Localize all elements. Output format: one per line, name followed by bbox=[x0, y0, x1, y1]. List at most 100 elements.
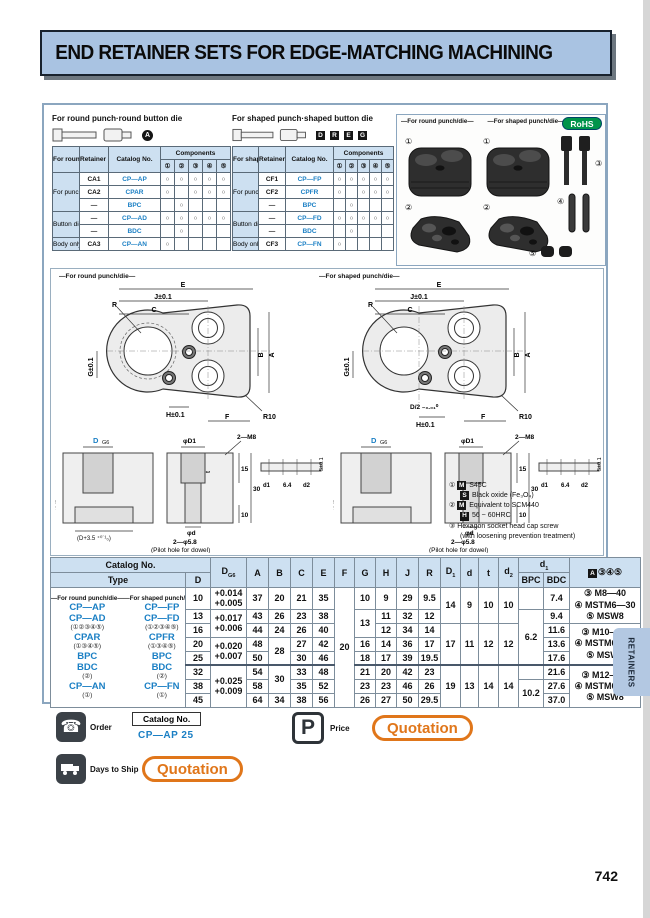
catalog-link[interactable]: CP—FN bbox=[144, 681, 180, 693]
dg6-tolerance: +0.014+0.005 bbox=[210, 587, 248, 610]
comp-num: ③ bbox=[357, 159, 370, 173]
catalog-example: CP—AP 25 bbox=[138, 730, 194, 741]
d-value: 25 bbox=[184, 650, 212, 666]
d-value: 13 bbox=[184, 608, 212, 624]
catalog-link[interactable]: BDC bbox=[108, 224, 161, 238]
dim-c: C bbox=[407, 307, 412, 314]
catalog-link[interactable]: CP—FP bbox=[285, 172, 334, 186]
shaped-top-view-drawing: E J±0.1 C R A B G±0.1 D/2 ₋₀.₀₁⁰ H±0.1 F bbox=[344, 282, 532, 429]
pilot-hole-caption: (Pilot hole for dowel) bbox=[151, 547, 210, 553]
catalog-link[interactable]: CP—FN bbox=[285, 237, 334, 251]
catalog-link[interactable]: CPFR bbox=[285, 185, 334, 199]
catalog-link[interactable]: BPC bbox=[77, 651, 98, 663]
dim-g6-fit: G6 bbox=[102, 440, 109, 446]
dim-5-fit: 5 ⁺⁰˙⁰⁵₊₀.₀₂ bbox=[55, 500, 57, 527]
dim-phi-d1: φD1 bbox=[183, 438, 196, 445]
catalog-link[interactable]: BDC bbox=[285, 224, 334, 238]
header-d2: d2 bbox=[498, 557, 520, 588]
note-2-number: ② bbox=[449, 502, 456, 510]
material-icon: M bbox=[457, 481, 467, 491]
part-5-marker: ⑤ bbox=[529, 249, 536, 258]
price-icon: P bbox=[292, 712, 324, 744]
dim-2-phi-5-8: 2—φ5.8 bbox=[173, 539, 197, 546]
shipping-section: Days to Ship Quotation bbox=[50, 754, 610, 794]
catalog-link[interactable]: CPAR bbox=[74, 632, 101, 644]
spec-row-d16: 16 44 24 26 40 12 34 14 17 11 12 12 11.6… bbox=[51, 622, 642, 666]
dim-strip-d2: d2 bbox=[581, 483, 589, 489]
days-to-ship-label: Days to Ship bbox=[90, 765, 139, 774]
tab-retainers[interactable]: RETAINERS bbox=[613, 628, 650, 696]
header-bpc: BPC bbox=[518, 572, 545, 588]
header-a: A bbox=[246, 557, 270, 588]
catalog-link[interactable]: BDC bbox=[76, 662, 98, 674]
retainer-no: CF1 bbox=[258, 172, 286, 186]
part-3-marker: ③ bbox=[595, 159, 602, 168]
catalog-link[interactable]: CPAR bbox=[108, 185, 161, 199]
drawing-area: —For round punch/die— —For shaped punch/… bbox=[50, 268, 604, 556]
price-quotation-button[interactable]: Quotation bbox=[372, 715, 473, 741]
catalog-link[interactable]: CPFR bbox=[148, 632, 175, 644]
dim-strip-height: 5±0.1 bbox=[319, 457, 325, 471]
catalog-link[interactable]: CP—AP bbox=[108, 172, 161, 186]
catalog-link[interactable]: CP—FD bbox=[144, 613, 180, 625]
catalog-link[interactable]: CP—AD bbox=[69, 613, 106, 625]
note-2-text: Equivalent to SCM440 bbox=[469, 502, 539, 510]
note-2b-text: 56 ~ 60HRC bbox=[471, 512, 511, 520]
d-value: 20 bbox=[184, 636, 212, 652]
note-3-text: Hexagon socket head cap screw bbox=[457, 522, 559, 530]
title-band: END RETAINER SETS FOR EDGE-MATCHING MACH… bbox=[40, 30, 612, 76]
dim-15: 15 bbox=[519, 466, 527, 473]
page-number: 742 bbox=[594, 868, 618, 884]
shaped-selection-section: For shaped punch·shaped button die D R E… bbox=[232, 114, 395, 251]
catalog-link[interactable]: CP—FD bbox=[285, 211, 334, 225]
catalog-link[interactable]: CP—AP bbox=[69, 602, 106, 614]
note-3b-text: (with loosening prevention treatment) bbox=[460, 532, 576, 540]
table-row: CA2 CPAR ○○○○ bbox=[53, 185, 232, 199]
product-photos: —For round punch/die— —For shaped punch/… bbox=[396, 114, 606, 266]
dim-10: 10 bbox=[241, 512, 249, 519]
price-label: Price bbox=[330, 724, 350, 733]
comp-num: ④ bbox=[369, 159, 382, 173]
catalog-link[interactable]: CP—FP bbox=[144, 602, 180, 614]
dg6-tolerance: +0.025+0.009 bbox=[210, 664, 248, 708]
comp-num: ③ bbox=[188, 159, 203, 173]
bpc-empty bbox=[518, 587, 545, 610]
round-selection-section: For round punch·round button die A For r… bbox=[52, 114, 232, 251]
catalog-link[interactable]: BPC bbox=[285, 198, 334, 212]
retainer-no: — bbox=[79, 224, 109, 238]
dim-phi-d1: φD1 bbox=[461, 438, 474, 445]
dim-2-m8: 2—M8 bbox=[237, 434, 257, 441]
group-button-die: Button die bbox=[232, 211, 259, 238]
dim-strip-6-4: 6.4 bbox=[283, 483, 292, 489]
col-retainer-no: Retainer No. bbox=[79, 146, 109, 173]
catalog-link[interactable]: CP—AD bbox=[108, 211, 161, 225]
material-notes: ① M S45C S Black oxide (Fe₃O₄) ② M Equiv… bbox=[449, 481, 601, 542]
catalog-no-box: Catalog No. bbox=[132, 712, 202, 726]
catalog-link[interactable]: CP—AN bbox=[108, 237, 161, 251]
catalog-link[interactable]: BPC bbox=[151, 651, 172, 663]
retainer-no: CA2 bbox=[79, 185, 109, 199]
shaped-drawing-title: —For shaped punch/die— bbox=[319, 273, 400, 280]
col-catalog-no: Catalog No. bbox=[108, 146, 161, 173]
comp-num: ② bbox=[174, 159, 189, 173]
dim-d-bore: D bbox=[93, 436, 99, 445]
header-c: C bbox=[290, 557, 314, 588]
comp-num: ④ bbox=[202, 159, 217, 173]
d-value: 16 bbox=[184, 622, 212, 638]
shaped-selection-table: For shaped Retainer No. Catalog No. Comp… bbox=[232, 146, 395, 251]
part-1-marker: ① bbox=[405, 137, 412, 146]
dim-h: H±0.1 bbox=[416, 422, 435, 429]
dg6-tolerance: +0.017+0.006 bbox=[210, 608, 248, 638]
ship-quotation-button[interactable]: Quotation bbox=[142, 756, 243, 782]
dim-strip-height: 5±0.1 bbox=[597, 457, 603, 471]
marker-a-icon: A bbox=[142, 129, 153, 141]
dim-b: B bbox=[258, 352, 265, 357]
catalog-link[interactable]: CP—AN bbox=[69, 681, 106, 693]
catalog-link[interactable]: BPC bbox=[108, 198, 161, 212]
dg6-tolerance: +0.020+0.007 bbox=[210, 636, 248, 666]
spec-table-section: Catalog No. DG6 A B C E F G H J R D1 d t… bbox=[49, 557, 642, 708]
header-b: B bbox=[268, 557, 292, 588]
dim-strip-d1: d1 bbox=[541, 483, 549, 489]
catalog-link[interactable]: BDC bbox=[151, 662, 173, 674]
